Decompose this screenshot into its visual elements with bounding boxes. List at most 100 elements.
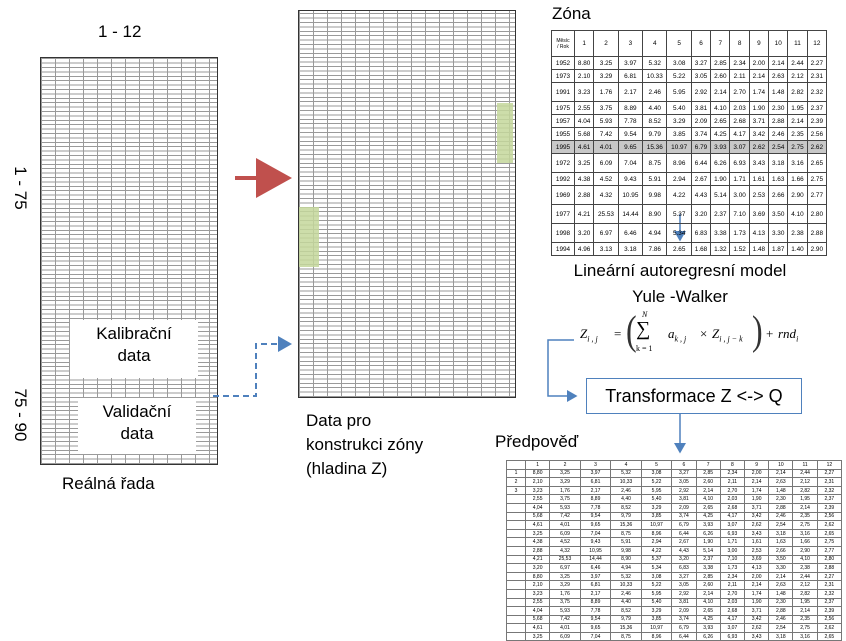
- forecast-value-cell: 3,50: [768, 554, 794, 565]
- formula-plus: +: [766, 326, 774, 341]
- zone-value-cell: 6.46: [617, 223, 644, 243]
- zone-month-header: 10: [768, 30, 789, 57]
- zone-value-cell: 5.68: [573, 127, 595, 141]
- zone-value-cell: 3.05: [690, 69, 712, 83]
- zone-value-cell: 15.36: [642, 140, 668, 154]
- forecast-value-cell: 10,95: [579, 545, 612, 556]
- forecast-value-cell: 3,71: [743, 502, 770, 513]
- zone-value-cell: 6.93: [729, 153, 750, 173]
- forecast-value-cell: 2,63: [768, 580, 794, 590]
- forecast-value-cell: 3,18: [768, 528, 794, 539]
- forecast-value-cell: 1,76: [549, 588, 581, 599]
- zone-corner-line1: Měsíc: [556, 37, 570, 44]
- forecast-value-cell: 2,09: [671, 606, 697, 616]
- forecast-value-cell: 8,96: [640, 528, 673, 539]
- zone-value-cell: 8.96: [666, 153, 692, 173]
- forecast-value-cell: 9,43: [579, 537, 612, 547]
- zone-value-cell: 1.68: [690, 242, 712, 256]
- forecast-row-label: [506, 597, 526, 608]
- forecast-value-cell: 3,00: [719, 545, 746, 556]
- zone-value-cell: 1.90: [748, 101, 770, 115]
- zone-value-cell: 2.90: [806, 242, 828, 256]
- zone-value-cell: 2.38: [787, 223, 808, 243]
- zone-month-header: 6: [690, 30, 712, 57]
- forecast-value-cell: 2,82: [792, 485, 818, 496]
- forecast-value-cell: 3,43: [743, 631, 770, 641]
- forecast-value-cell: 2,31: [816, 580, 843, 590]
- forecast-title: Předpověď: [495, 432, 579, 451]
- zone-value-cell: 3.13: [593, 242, 619, 256]
- zone-value-cell: 4.10: [710, 101, 731, 115]
- forecast-value-cell: 2,14: [695, 588, 721, 599]
- zone-value-cell: 2.17: [617, 82, 644, 102]
- zone-value-cell: 2.54: [768, 140, 789, 154]
- zone-value-cell: 2.11: [729, 69, 750, 83]
- zone-value-cell: 10.95: [617, 185, 644, 205]
- zone-value-cell: 4.52: [593, 172, 619, 186]
- forecast-value-cell: 2,90: [792, 545, 818, 556]
- formula-a-sub: k , j: [674, 334, 687, 344]
- forecast-value-cell: 2,17: [579, 588, 612, 599]
- forecast-value-cell: 3,97: [579, 571, 612, 582]
- formula-z-sub: i , j − k: [719, 334, 743, 344]
- forecast-value-cell: 1,61: [743, 537, 770, 547]
- forecast-corner-cell: [506, 460, 526, 470]
- zone-value-cell: 2.56: [806, 127, 828, 141]
- zone-value-cell: 4.38: [573, 172, 595, 186]
- forecast-value-cell: 6,09: [549, 631, 581, 641]
- zone-value-cell: 3.38: [710, 223, 731, 243]
- zone-value-cell: 4.10: [787, 204, 808, 224]
- forecast-value-cell: 10,97: [640, 520, 673, 530]
- forecast-value-cell: 4,04: [524, 606, 551, 616]
- validation-data-box: Validační data: [78, 398, 196, 454]
- calibration-label-line1: Kalibrační: [96, 324, 172, 343]
- forecast-value-cell: 2,65: [816, 528, 843, 539]
- forecast-value-cell: 4,13: [743, 563, 770, 573]
- forecast-value-cell: 3,05: [671, 580, 697, 590]
- zone-value-cell: 6.83: [690, 223, 712, 243]
- forecast-value-cell: 3,74: [671, 511, 697, 522]
- forecast-value-cell: 1,48: [768, 588, 794, 599]
- forecast-value-cell: 1,90: [743, 597, 770, 608]
- zone-value-cell: 4.04: [573, 114, 595, 128]
- zone-value-cell: 9.54: [617, 127, 644, 141]
- zone-value-cell: 2.27: [806, 56, 828, 70]
- zone-value-cell: 2.82: [787, 82, 808, 102]
- zone-value-cell: 3.29: [593, 69, 619, 83]
- zone-value-cell: 2.62: [748, 140, 770, 154]
- zone-title: Zóna: [552, 4, 591, 23]
- forecast-value-cell: 3,42: [743, 614, 770, 625]
- forecast-value-cell: 2,46: [610, 588, 642, 599]
- zone-value-cell: 2.65: [666, 242, 692, 256]
- zone-value-cell: 3.27: [690, 56, 712, 70]
- formula-a: a: [668, 326, 675, 341]
- forecast-row-label: [506, 520, 526, 530]
- forecast-row-label: 3: [506, 485, 526, 496]
- forecast-value-cell: 2,00: [743, 468, 770, 479]
- zone-value-cell: 2.46: [768, 127, 789, 141]
- forecast-value-cell: 2,56: [816, 511, 843, 522]
- forecast-value-cell: 3,85: [640, 511, 673, 522]
- forecast-value-cell: 2,09: [671, 502, 697, 513]
- zone-value-cell: 9.43: [617, 172, 644, 186]
- forecast-value-cell: 15,36: [610, 520, 642, 530]
- forecast-value-cell: 2,85: [695, 468, 721, 479]
- zone-value-cell: 3.20: [690, 204, 712, 224]
- forecast-value-cell: 3,25: [524, 528, 551, 539]
- forecast-value-cell: 9,54: [579, 614, 612, 625]
- forecast-month-header: 2: [549, 460, 581, 470]
- zone-value-cell: 3.08: [666, 56, 692, 70]
- zone-value-cell: 3.25: [593, 56, 619, 70]
- forecast-value-cell: 2,27: [816, 468, 843, 479]
- forecast-value-cell: 9,65: [579, 520, 612, 530]
- forecast-row-label: [506, 563, 526, 573]
- zone-value-cell: 3.85: [666, 127, 692, 141]
- zone-value-cell: 3.97: [617, 56, 644, 70]
- forecast-value-cell: 2,65: [816, 631, 843, 641]
- zone-value-cell: 9.79: [642, 127, 668, 141]
